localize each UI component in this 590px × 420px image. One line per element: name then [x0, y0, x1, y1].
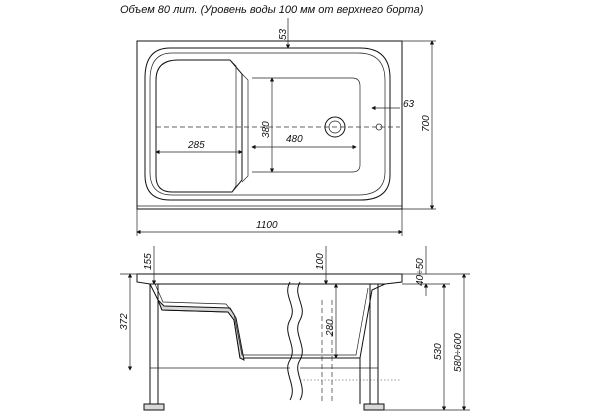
dim-inner-height: 280: [325, 319, 336, 337]
volume-caption: Объем 80 лит. (Уровень воды 100 мм от ве…: [120, 4, 424, 16]
dim-rim-height: 40÷50: [415, 258, 426, 286]
dim-drain-offset: 63: [403, 99, 415, 110]
outer-rim: [136, 40, 403, 210]
dim-total-width: 700: [421, 115, 432, 132]
dim-seat-length: 285: [187, 140, 205, 151]
dim-body-height: 530: [433, 343, 444, 360]
dim-total-length: 1100: [256, 220, 278, 231]
dim-rim-width: 53: [278, 28, 289, 40]
top-view: 53 63 380 480 285 1100 700: [136, 18, 436, 236]
dim-inner-length: 480: [286, 134, 303, 145]
bowl-outline: [144, 47, 391, 201]
dim-total-height: 580÷600: [453, 333, 464, 372]
seat: [155, 59, 243, 193]
tub-profile: [149, 283, 386, 359]
dim-water-level: 100: [315, 253, 326, 270]
side-rim: [136, 273, 403, 285]
left-foot: [143, 403, 165, 411]
side-view: 155 100 40÷50 372 280 530 580÷600: [119, 246, 470, 411]
dim-seat-step: 155: [143, 253, 154, 270]
dim-seat-height: 372: [119, 313, 130, 330]
right-foot: [363, 403, 385, 411]
dim-inner-depth: 380: [261, 121, 272, 138]
